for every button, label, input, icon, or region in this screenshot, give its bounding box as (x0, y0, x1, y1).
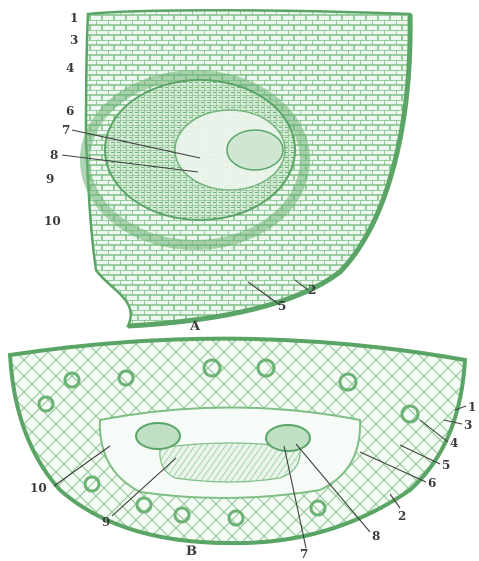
panel-b-label-9: 9 (102, 515, 110, 529)
panel-b-label-7: 7 (300, 547, 308, 561)
panel-b-label-2: 2 (398, 509, 406, 523)
panel-b-label-3: 3 (464, 418, 472, 432)
panel-b-label-4: 4 (450, 436, 458, 450)
panel-a-label-6: 6 (66, 104, 74, 118)
panel-b-vascular-bundle-right (266, 425, 310, 451)
panel-a-label-5: 5 (278, 299, 286, 313)
panel-b-caption: B (186, 544, 197, 559)
panel-a-label-8: 8 (50, 148, 58, 162)
panel-b-label-8: 8 (372, 529, 380, 543)
panel-b-label-10: 10 (30, 481, 47, 495)
panel-b: 1 3 4 5 6 2 8 7 9 10 B (10, 339, 476, 561)
panel-b-label-6: 6 (428, 476, 436, 490)
panel-b-label-1: 1 (468, 400, 476, 414)
panel-a-label-2: 2 (308, 283, 316, 297)
panel-a-caption: A (189, 319, 201, 334)
panel-a-label-3: 3 (70, 33, 78, 47)
panel-a-label-7: 7 (62, 123, 70, 137)
panel-b-vascular-bundle-left (136, 423, 180, 449)
panel-a-label-4: 4 (66, 61, 74, 75)
panel-a-label-1: 1 (70, 11, 78, 25)
panel-a-label-10: 10 (44, 214, 61, 228)
panel-a: 1 3 4 6 7 8 9 10 5 2 A (44, 10, 410, 334)
panel-a-vascular-bundle (227, 130, 283, 170)
panel-b-label-5: 5 (442, 458, 450, 472)
panel-a-label-9: 9 (46, 172, 54, 186)
